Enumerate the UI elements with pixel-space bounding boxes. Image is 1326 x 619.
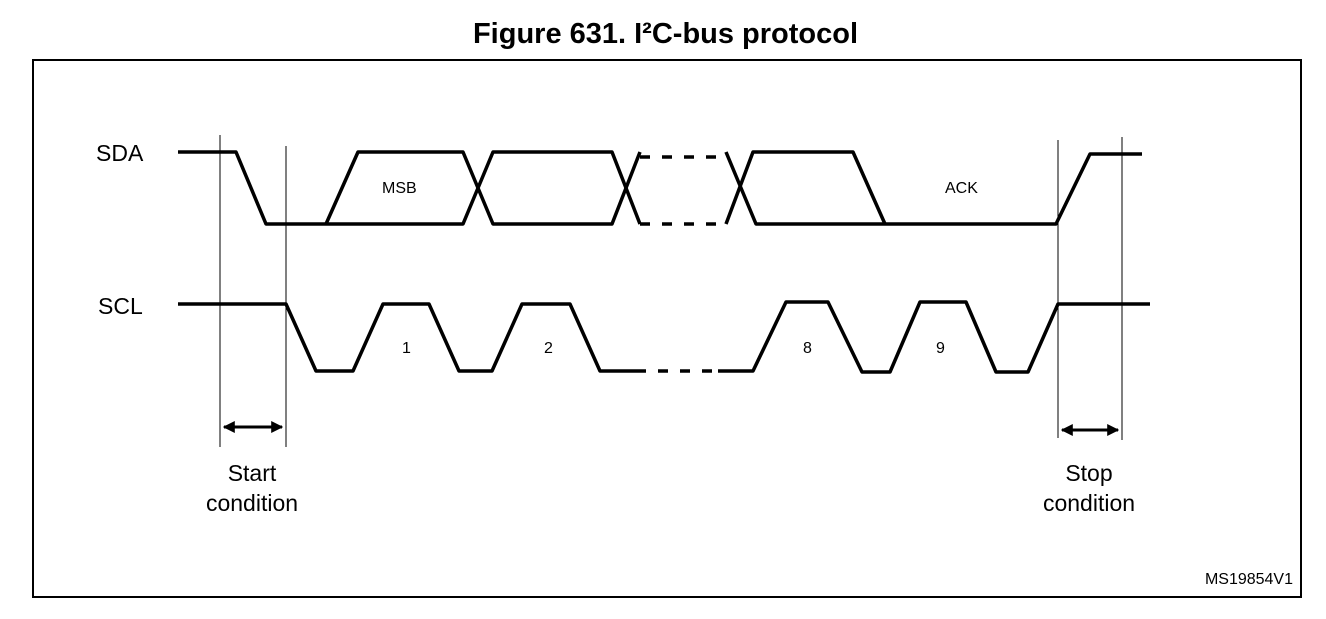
scl-pulse-label-1: 1 bbox=[402, 340, 411, 357]
start-condition-label-line1: Start bbox=[228, 460, 277, 486]
scl-pulse-label-9: 9 bbox=[936, 340, 945, 357]
sda-label: SDA bbox=[96, 140, 144, 166]
scl-pulse-label-8: 8 bbox=[803, 340, 812, 357]
scl-first-part bbox=[178, 302, 636, 373]
sda-lastbit-b bbox=[724, 150, 887, 225]
sda-waveform bbox=[178, 150, 1142, 226]
sda-msb-upper bbox=[324, 150, 642, 226]
scl-label: SCL bbox=[98, 293, 143, 319]
figure-frame bbox=[32, 59, 1302, 598]
stop-condition-label-line2: condition bbox=[1043, 490, 1135, 516]
figure-title: Figure 631. I²C-bus protocol bbox=[472, 18, 859, 50]
scl-last-part bbox=[718, 300, 1150, 374]
figure-reference-code: MS19854V1 bbox=[1205, 571, 1293, 588]
scl-pulse-label-2: 2 bbox=[544, 340, 553, 357]
sda-msb-lower bbox=[326, 150, 642, 226]
sda-lastbit-a bbox=[724, 151, 1142, 226]
stop-condition-label-line1: Stop bbox=[1065, 460, 1112, 486]
start-condition-label-line2: condition bbox=[206, 490, 298, 516]
sda-start-edge bbox=[178, 150, 326, 226]
scl-waveform bbox=[178, 300, 1150, 374]
msb-label: MSB bbox=[382, 180, 417, 197]
ack-label: ACK bbox=[945, 180, 978, 197]
